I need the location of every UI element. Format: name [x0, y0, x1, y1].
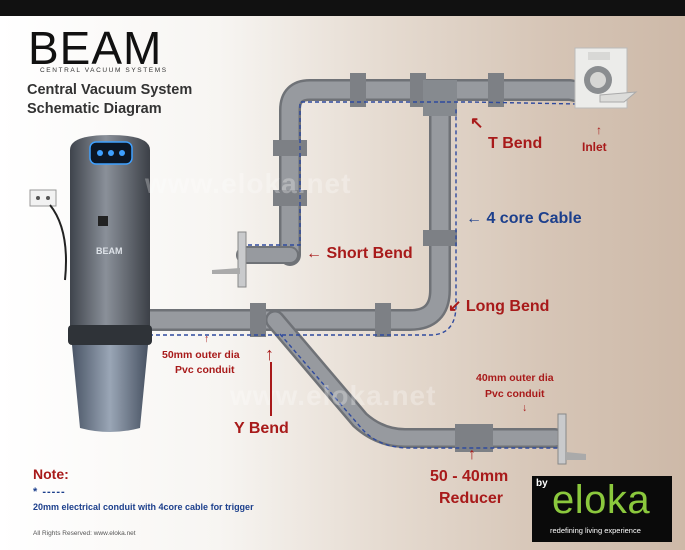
logo-by: by	[536, 478, 548, 489]
cable-label: ← 4 core Cable	[466, 210, 582, 227]
down-arrow-icon: ↓	[522, 402, 528, 414]
up-arrow-icon: ↖	[470, 115, 484, 132]
pipe-network	[84, 73, 591, 452]
coupling	[273, 140, 307, 156]
coupling	[410, 73, 426, 107]
cable-line	[100, 101, 579, 449]
vacuum-power-unit	[68, 135, 152, 432]
coupling	[423, 230, 457, 246]
logo-name: eloka	[552, 478, 651, 522]
up-arrow-icon: ↑	[468, 446, 476, 463]
inlet-valve-bottom	[557, 413, 586, 465]
left-arrow-icon: ←	[306, 245, 327, 262]
inlet-valve-left	[212, 231, 247, 288]
up-arrow-icon: ↑	[265, 344, 274, 364]
t-bend-fitting	[423, 80, 457, 116]
t-bend-label: ↖T Bend	[470, 115, 543, 152]
outer-dia-40-label: 40mm outer dia Pvc conduit ↓	[476, 372, 554, 414]
up-arrow-line	[270, 362, 272, 416]
note-title: Note:	[33, 466, 69, 482]
wall-socket	[29, 189, 67, 281]
reducer-label: ↑ 50 - 40mm Reducer	[430, 446, 509, 507]
left-arrow-icon: ←	[466, 210, 487, 227]
up-arrow-icon: ↑	[596, 123, 602, 137]
y-bend-fitting	[250, 303, 266, 337]
short-bend-label: ← Short Bend	[306, 245, 413, 262]
inlet-label: ↑Inlet	[582, 123, 607, 154]
eloka-logo: by eloka redefining living experience	[532, 476, 672, 542]
unit-brand-label: BEAM	[96, 246, 123, 256]
long-bend-label: ↙ Long Bend	[448, 298, 550, 315]
watermark-bottom: www.eloka.net	[230, 380, 437, 411]
left-arrow-icon: ↙	[448, 298, 466, 315]
inlet-valve-right	[574, 47, 638, 109]
top-bar	[0, 0, 685, 16]
up-arrow-icon: ↑	[204, 333, 210, 345]
y-bend-label: ↑ Y Bend	[234, 344, 289, 437]
brand-subtitle: CENTRAL VACUUM SYSTEMS	[40, 67, 168, 74]
brand-logo: BEAM	[28, 22, 163, 74]
note-text: 20mm electrical conduit with 4core cable…	[33, 502, 254, 512]
coupling	[350, 73, 366, 107]
diagram-title-line1: Central Vacuum System	[27, 82, 193, 98]
outer-dia-50-label: ↑ 50mm outer dia Pvc conduit	[162, 333, 240, 376]
coupling	[273, 190, 307, 206]
watermark-top: www.eloka.net	[145, 168, 352, 199]
coupling	[488, 73, 504, 107]
coupling	[375, 303, 391, 337]
logo-tagline: redefining living experience	[550, 526, 641, 535]
note-legend-symbol: * -----	[33, 486, 66, 498]
diagram-title-line2: Schematic Diagram	[27, 101, 162, 117]
footer-rights: All Rights Reserved: www.eloka.net	[33, 530, 136, 537]
